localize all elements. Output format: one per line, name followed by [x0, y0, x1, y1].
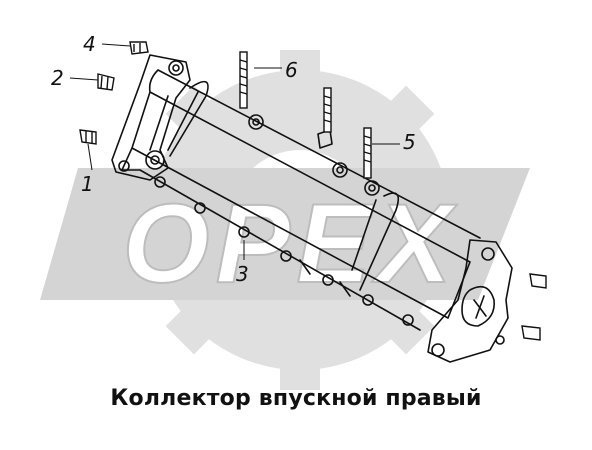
callout-3: 3: [236, 262, 249, 286]
nut-4-icon: [129, 41, 149, 55]
nut-2-icon: [97, 73, 115, 91]
stud-5-icon: [363, 127, 372, 179]
strap-right: [351, 192, 400, 291]
flange-left: [111, 54, 191, 181]
flange-right: [427, 239, 513, 363]
callout-2: 2: [51, 66, 64, 90]
callout-6: 6: [285, 58, 298, 82]
stud-middle-icon: [323, 87, 332, 133]
stud-6-icon: [239, 51, 248, 109]
callout-1: 1: [81, 172, 94, 196]
callout-4: 4: [83, 32, 96, 56]
diagram-caption: Коллектор впускной правый: [110, 386, 482, 411]
nut-1-icon: [79, 129, 97, 145]
callout-5: 5: [403, 130, 416, 154]
strap-left: [167, 80, 209, 157]
nut-right-upper-icon: [529, 273, 547, 289]
nut-right-lower-icon: [521, 325, 541, 341]
